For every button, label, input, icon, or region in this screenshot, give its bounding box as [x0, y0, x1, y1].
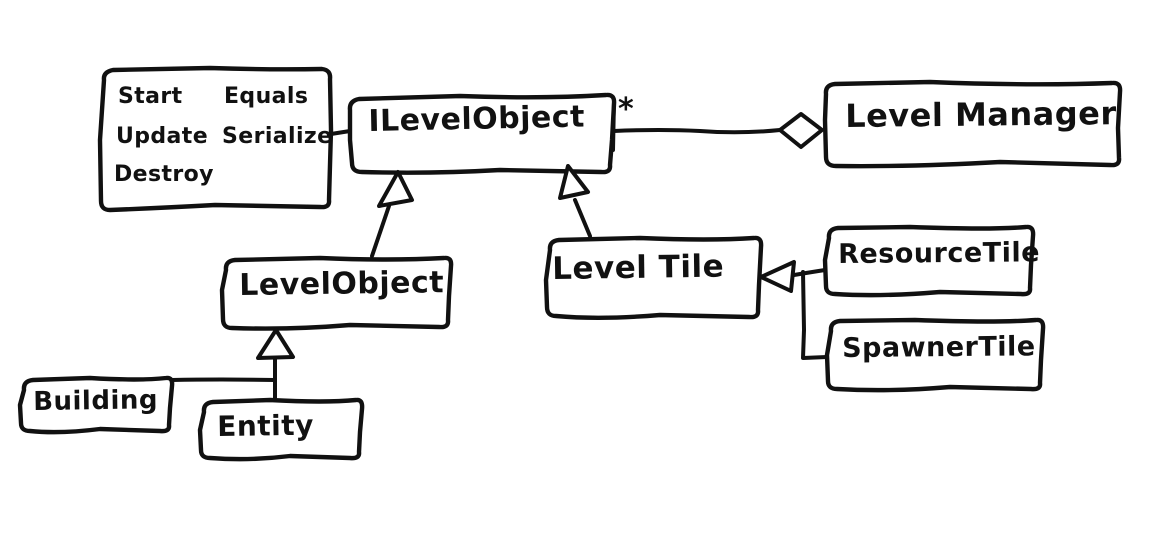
levelobject-generalization-line	[370, 204, 391, 258]
level-tile-generalization-line	[573, 198, 592, 238]
spawner-tile-box	[824, 317, 1046, 393]
resource-tile-generalization-line	[792, 268, 827, 277]
levelobject-generalization-arrow	[377, 170, 414, 208]
operations-note-box	[97, 65, 334, 213]
building-generalization-line	[170, 377, 277, 382]
level-tile-generalization-arrow	[558, 164, 590, 200]
operations-note-row-1-right: Serialize	[222, 124, 333, 149]
spawner-tile-generalization-line	[801, 270, 829, 360]
operations-note-row-0-left: Start	[118, 84, 183, 109]
aggregation-source-tick	[611, 98, 616, 152]
ilevelobject-box	[347, 92, 617, 175]
entity-box	[197, 397, 365, 462]
levelobject-box	[219, 255, 454, 331]
level-tile-box	[543, 235, 764, 320]
tile-generalization-arrow	[759, 260, 796, 293]
multiplicity-star-label: *	[618, 92, 634, 127]
operations-note-row-0-right: Equals	[224, 84, 309, 109]
operations-note-row-1-left: Update	[116, 124, 209, 149]
building-box	[17, 375, 175, 435]
operations-note-row-2-left: Destroy	[114, 162, 214, 187]
resource-tile-box	[822, 224, 1036, 298]
aggregation-line	[612, 128, 782, 135]
entity-generalization-arrow	[256, 328, 295, 360]
note-to-interface-link	[329, 129, 352, 136]
level-manager-box	[822, 79, 1123, 169]
aggregation-diamond	[778, 112, 824, 149]
